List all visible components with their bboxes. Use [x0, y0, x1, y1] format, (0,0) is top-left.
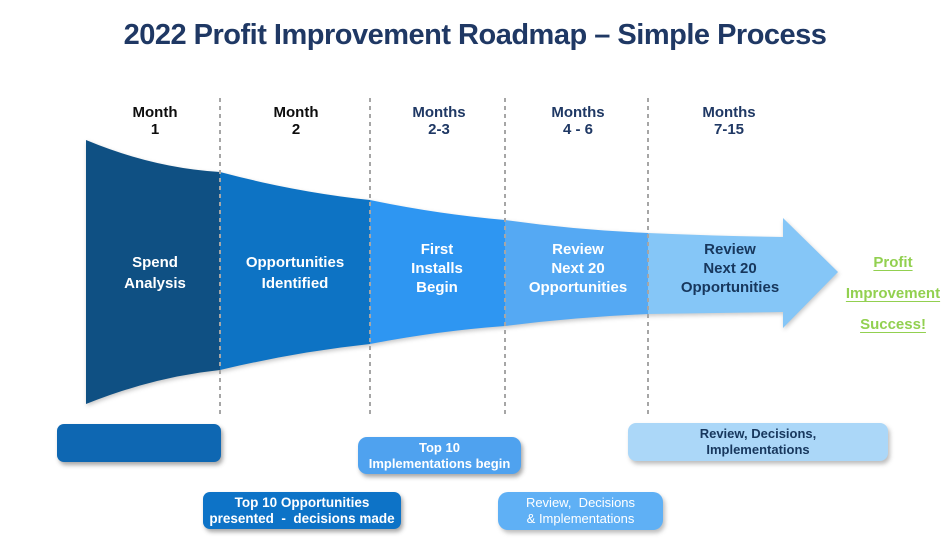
stage-label-spend-analysis: Spend Analysis — [124, 254, 186, 292]
funnel-stage-review-next20-b-arrow — [648, 218, 838, 328]
column-divider-3 — [504, 98, 506, 414]
column-divider-4 — [647, 98, 649, 414]
funnel-stage-opportunities-identified — [220, 172, 370, 370]
callout-review-decisions-implementations-late: Review, Decisions, Implementations — [628, 423, 888, 461]
month-header-5: Months 7-15 — [702, 104, 756, 138]
funnel-stage-review-next20-a — [505, 220, 648, 326]
month-header-3: Months 2-3 — [412, 104, 466, 138]
stage-label-first-installs: First Installs Begin — [411, 241, 463, 296]
month-header-2: Month 2 — [273, 104, 319, 138]
funnel-stage-first-installs — [370, 200, 505, 344]
callout-text: Top 10 Opportunities presented - decisio… — [209, 494, 395, 526]
callout-text: Review, Decisions & Implementations — [525, 495, 636, 526]
column-divider-1 — [219, 98, 221, 414]
month-header-1: Month 1 — [132, 104, 178, 138]
callout-review-decisions-implementations-mid: Review, Decisions & Implementations — [498, 492, 663, 530]
month-header-4: Months 4 - 6 — [551, 104, 605, 138]
slide-title: 2022 Profit Improvement Roadmap – Simple… — [123, 19, 827, 51]
callout-spend-coding-mapping — [57, 424, 221, 462]
funnel-stage-spend-analysis — [86, 140, 220, 404]
outcome-label-profit-improvement-success: Profit Improvement Success! — [845, 254, 941, 333]
stage-label-opportunities-identified: Opportunities Identified — [245, 254, 345, 292]
stage-label-review-next20-a: Review Next 20 Opportunities — [528, 241, 628, 296]
callout-text: Review, Decisions, Implementations — [699, 426, 817, 457]
callout-top10-opportunities-presented: Top 10 Opportunities presented - decisio… — [203, 492, 401, 529]
callout-text: Top 10 Implementations begin — [368, 439, 511, 471]
stage-label-review-next20-b: Review Next 20 Opportunities — [680, 241, 780, 296]
column-divider-2 — [369, 98, 371, 414]
callout-top10-implementations-begin: Top 10 Implementations begin — [358, 437, 521, 474]
